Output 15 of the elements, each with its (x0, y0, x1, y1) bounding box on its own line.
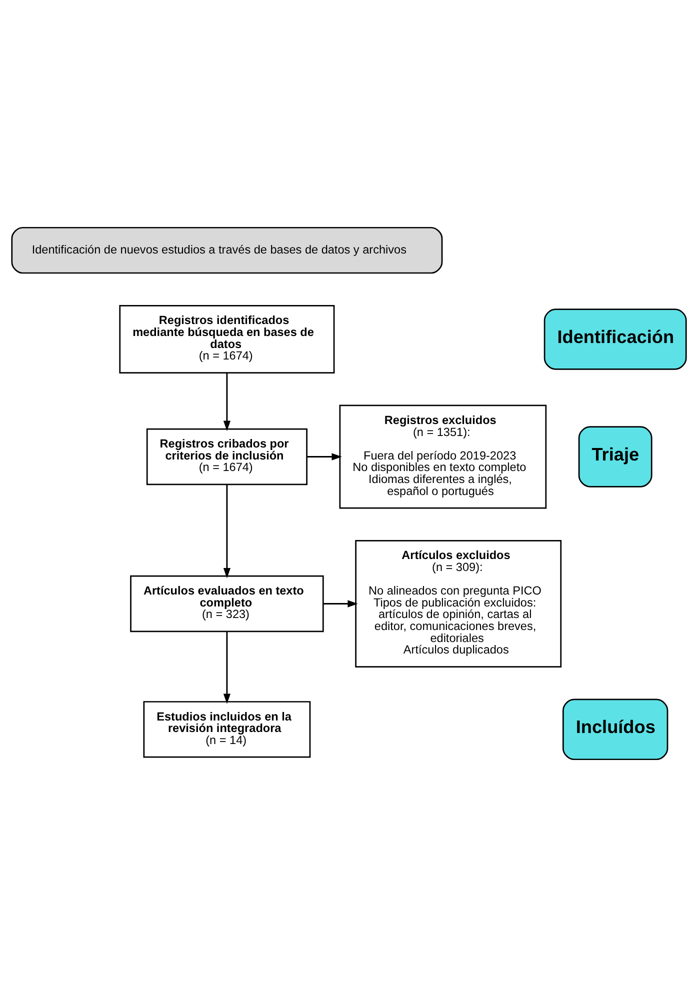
node-box: Identificación (544, 308, 687, 370)
node-box: Artículos evaluados en texto completo (n = 323) (130, 575, 324, 632)
node-box: Triaje (578, 426, 652, 488)
arrow (307, 453, 342, 460)
node-box: Incluídos (562, 698, 668, 760)
node-box: Estudios incluidos en la revisión integradora (n = 14) (143, 701, 311, 758)
arrow (223, 632, 231, 704)
node-box: Registros identificados mediante búsqueda en bases de datos (n = 1674) (119, 304, 335, 374)
arrow (223, 484, 231, 578)
node-box: Registros excluidos (n = 1351): Fuera del período 2019-2023 No disponibles en texto completo Idiomas diferentes a inglés, español o portugués (339, 404, 547, 509)
node-box: Identificación de nuevos estudios a través de bases de datos y archivos (11, 226, 443, 274)
arrow (223, 373, 231, 431)
arrow (323, 600, 358, 608)
node-box: Artículos excluidos (n = 309): No alineados con pregunta PICO Tipos de publicación excluidos: artículos de opinión, cartas al editor, comunicaciones breves, editoriales Artículos duplicados (355, 540, 562, 668)
node-box: Registros cribados por criterios de inclusión (n = 1674) (146, 428, 308, 486)
